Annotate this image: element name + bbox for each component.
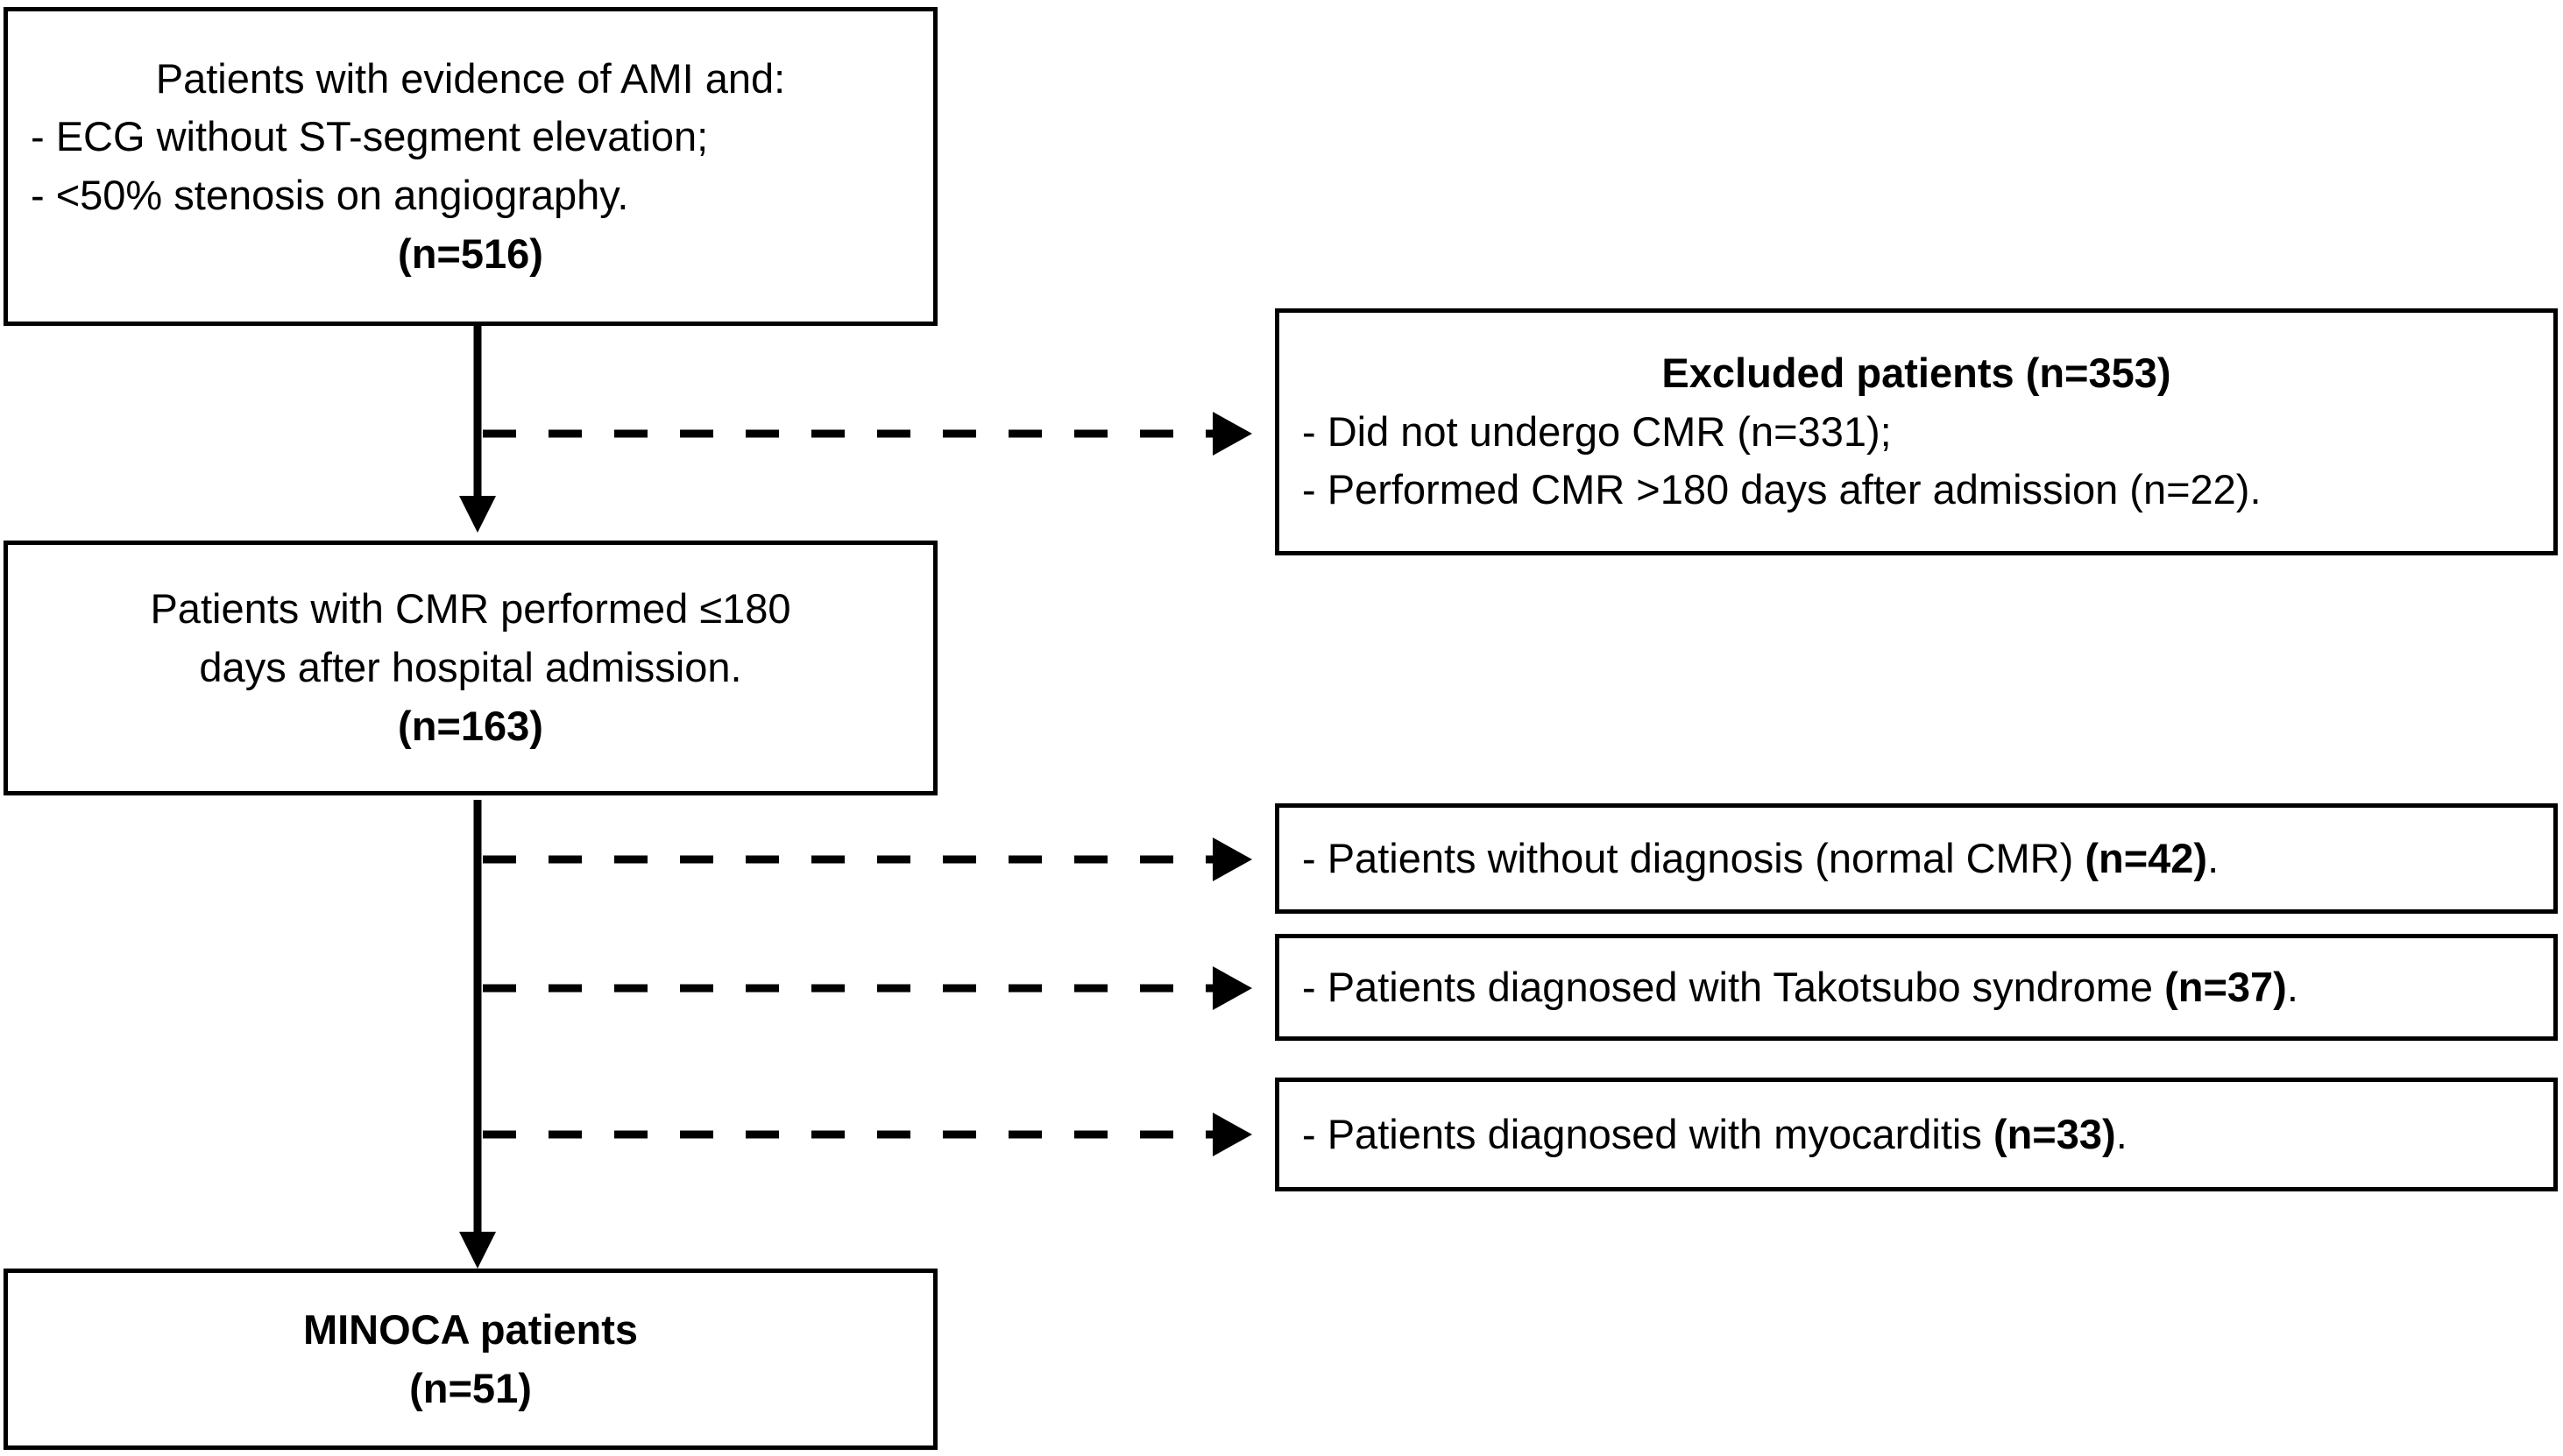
excluded-patients-reason-2: - Performed CMR >180 days after admissio… [1302,466,2262,513]
excluded-takotsubo-count: (n=37) [2164,963,2287,1010]
node-excluded-patients: Excluded patients (n=353) - Did not unde… [1275,308,2558,555]
excluded-myocarditis-label: - Patients diagnosed with myocarditis [1302,1110,1993,1157]
excluded-myocarditis-count: (n=33) [1993,1110,2116,1157]
source-population-line-2: - ECG without ST-segment elevation; [31,113,709,160]
connector-exclusion-branch-4 [483,1113,1252,1156]
connector-main-flow-2 [459,800,496,1269]
excluded-normal-cmr-period: . [2207,834,2220,881]
connector-exclusion-branch-1 [483,412,1252,456]
cmr-within-180-days-line-2: days after hospital admission. [199,644,742,691]
source-population-line-1: Patients with evidence of AMI and: [155,54,786,102]
source-population-line-3: - <50% stenosis on angiography. [31,172,629,218]
excluded-patients-heading: Excluded patients (n=353) [1661,349,2171,396]
excluded-normal-cmr-text: - Patients without diagnosis (normal CMR… [1279,830,2553,888]
connector-exclusion-branch-2 [483,838,1252,881]
node-cmr-within-180-days: Patients with CMR performed ≤180 days af… [4,541,938,795]
excluded-myocarditis-text: - Patients diagnosed with myocarditis (n… [1279,1106,2553,1164]
excluded-myocarditis-period: . [2115,1110,2128,1157]
excluded-normal-cmr-label: - Patients without diagnosis (normal CMR… [1302,834,2085,881]
node-source-population: Patients with evidence of AMI and: - ECG… [4,7,938,326]
minoca-patients-count: (n=51) [409,1364,532,1411]
connector-main-flow-1 [459,326,496,533]
excluded-normal-cmr-count: (n=42) [2085,834,2208,881]
source-population-count: (n=516) [398,230,543,277]
node-excluded-normal-cmr: - Patients without diagnosis (normal CMR… [1275,803,2558,914]
excluded-patients-reason-1: - Did not undergo CMR (n=331); [1302,407,1892,455]
cmr-within-180-days-count: (n=163) [398,702,543,749]
node-minoca-patients: MINOCA patients (n=51) [4,1269,938,1450]
minoca-patients-label: MINOCA patients [302,1305,639,1353]
node-excluded-takotsubo: - Patients diagnosed with Takotsubo synd… [1275,934,2558,1041]
excluded-takotsubo-label: - Patients diagnosed with Takotsubo synd… [1302,963,2165,1010]
node-excluded-myocarditis: - Patients diagnosed with myocarditis (n… [1275,1078,2558,1191]
cmr-within-180-days-line-1: Patients with CMR performed ≤180 [150,585,791,633]
excluded-takotsubo-period: . [2286,963,2298,1010]
connector-exclusion-branch-3 [483,966,1252,1010]
excluded-takotsubo-text: - Patients diagnosed with Takotsubo synd… [1279,958,2553,1017]
